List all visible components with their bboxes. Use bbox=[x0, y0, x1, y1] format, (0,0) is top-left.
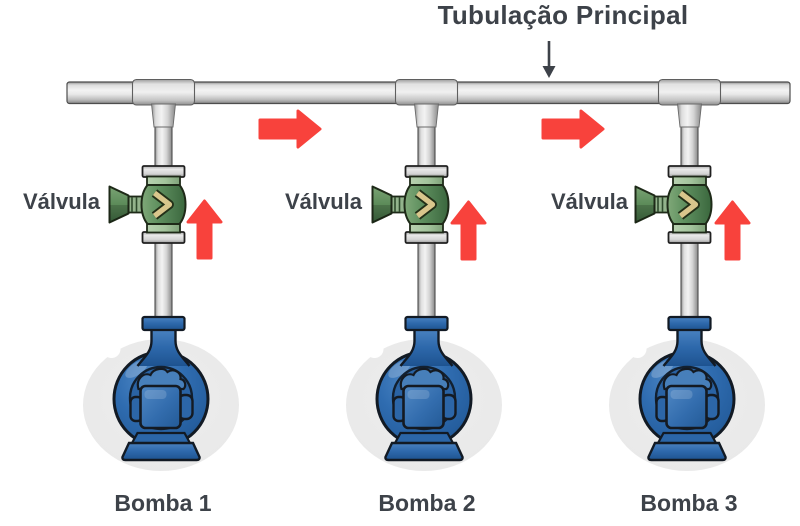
pump-icon-2 bbox=[344, 315, 504, 473]
valve-label-1: Válvula bbox=[22, 189, 100, 214]
valve-icon-2 bbox=[373, 166, 449, 243]
flow-up-arrow-icon-3 bbox=[714, 200, 751, 261]
pump-icon-3 bbox=[607, 315, 767, 473]
flow-right-arrow-icon-1 bbox=[258, 109, 322, 149]
pump-label-2: Bomba 2 bbox=[378, 490, 476, 516]
valve-icon-1 bbox=[110, 166, 186, 243]
flow-up-arrow-icon-2 bbox=[450, 200, 487, 261]
valve-icon-3 bbox=[636, 166, 712, 243]
valve-label-3: Válvula bbox=[550, 189, 628, 214]
pump-label-3: Bomba 3 bbox=[640, 490, 738, 516]
flow-up-arrow-icon-1 bbox=[186, 199, 223, 260]
pump-icon-1 bbox=[81, 315, 241, 473]
pipeline-title: Tubulação Principal bbox=[437, 0, 689, 30]
valve-label-2: Válvula bbox=[284, 189, 362, 214]
flow-right-arrow-icon-2 bbox=[541, 109, 605, 149]
title-pointer-down-arrow-icon bbox=[542, 41, 556, 78]
pump-label-1: Bomba 1 bbox=[114, 490, 212, 516]
